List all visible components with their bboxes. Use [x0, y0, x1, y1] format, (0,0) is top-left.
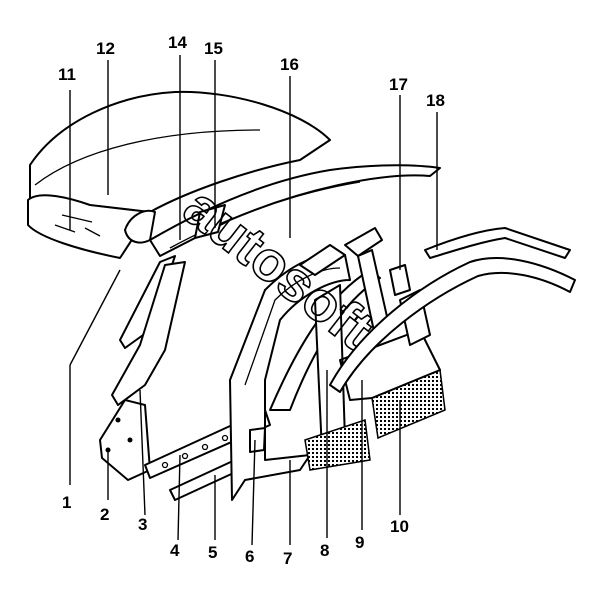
callout-15: 15 — [204, 39, 223, 58]
callout-10: 10 — [390, 517, 409, 536]
callout-labels: 1 2 3 4 5 6 7 8 9 10 11 12 14 15 16 17 1… — [58, 33, 445, 568]
roof-outer-rail — [329, 227, 576, 393]
callout-6: 6 — [245, 547, 254, 566]
callout-4: 4 — [170, 541, 180, 560]
callout-2: 2 — [100, 505, 109, 524]
watermark: autosoft — [172, 174, 386, 361]
roof-side-rail — [111, 164, 441, 406]
callout-16: 16 — [280, 55, 299, 74]
watermark-text: autosoft — [173, 175, 386, 361]
callout-5: 5 — [208, 543, 217, 562]
callout-9: 9 — [355, 533, 364, 552]
callout-14: 14 — [168, 33, 187, 52]
callout-18: 18 — [426, 91, 445, 110]
callout-12: 12 — [96, 39, 115, 58]
callout-7: 7 — [283, 549, 292, 568]
inner-quarter-panel — [304, 329, 446, 471]
callout-3: 3 — [138, 515, 147, 534]
callout-1: 1 — [62, 493, 71, 512]
side-body-panel — [229, 244, 351, 501]
callout-17: 17 — [389, 75, 408, 94]
callout-11: 11 — [58, 65, 76, 84]
leader-lines — [69, 55, 438, 546]
callout-8: 8 — [320, 541, 329, 560]
